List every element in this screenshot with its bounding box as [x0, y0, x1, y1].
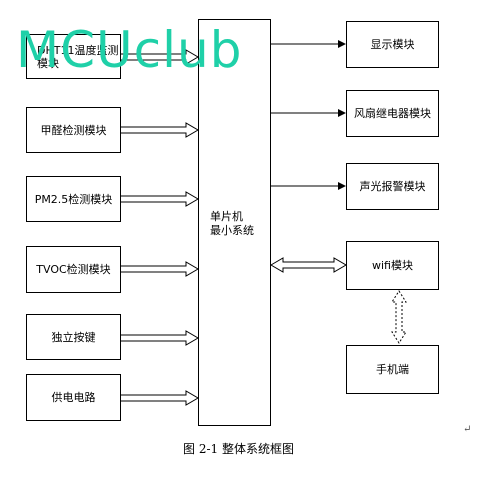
dashed-arrow-wifi-phone	[391, 290, 407, 344]
pm25-module-box: PM2.5检测模块	[26, 176, 121, 222]
formaldehyde-label: 甲醛检测模块	[40, 123, 107, 137]
button-label: 独立按键	[51, 330, 96, 344]
power-label: 供电电路	[51, 391, 96, 404]
display-module-box: 显示模块	[346, 21, 439, 68]
phone-label: 手机端	[376, 363, 409, 376]
fan-relay-module-box: 风扇继电器模块	[346, 90, 439, 137]
dht11-label-line1: DHT11温度监测	[37, 43, 119, 57]
alarm-label: 声光报警模块	[359, 180, 426, 193]
alarm-module-box: 声光报警模块	[346, 163, 439, 210]
mcu-block	[198, 19, 271, 426]
formaldehyde-module-box: 甲醛检测模块	[26, 107, 121, 153]
wifi-label: wifi模块	[372, 259, 413, 272]
mcu-label: 单片机 最小系统	[210, 210, 254, 238]
input-arrow-5	[121, 330, 199, 346]
power-module-box: 供电电路	[26, 374, 121, 421]
button-module-box: 独立按键	[26, 314, 121, 360]
tvoc-label: TVOC检测模块	[36, 263, 111, 276]
paragraph-mark: ↵	[463, 424, 472, 435]
phone-box: 手机端	[346, 345, 439, 394]
dht11-label-line2: 模块	[37, 56, 59, 70]
wifi-module-box: wifi模块	[346, 241, 439, 290]
input-arrow-2	[121, 122, 199, 138]
dht11-module-box: DHT11温度监测 模块	[26, 34, 121, 79]
input-arrow-1	[121, 49, 199, 65]
pm25-label: PM2.5检测模块	[34, 192, 113, 206]
mcu-label-line1: 单片机	[210, 210, 243, 223]
display-label: 显示模块	[370, 38, 415, 51]
bidirectional-arrow-wifi	[270, 257, 347, 273]
mcu-label-line2: 最小系统	[210, 224, 254, 237]
input-arrow-4	[121, 261, 199, 277]
tvoc-module-box: TVOC检测模块	[26, 246, 121, 293]
input-arrow-3	[121, 191, 199, 207]
figure-caption: 图 2-1 整体系统框图	[183, 442, 294, 456]
fan-relay-label: 风扇继电器模块	[354, 107, 431, 120]
input-arrow-6	[121, 390, 199, 406]
